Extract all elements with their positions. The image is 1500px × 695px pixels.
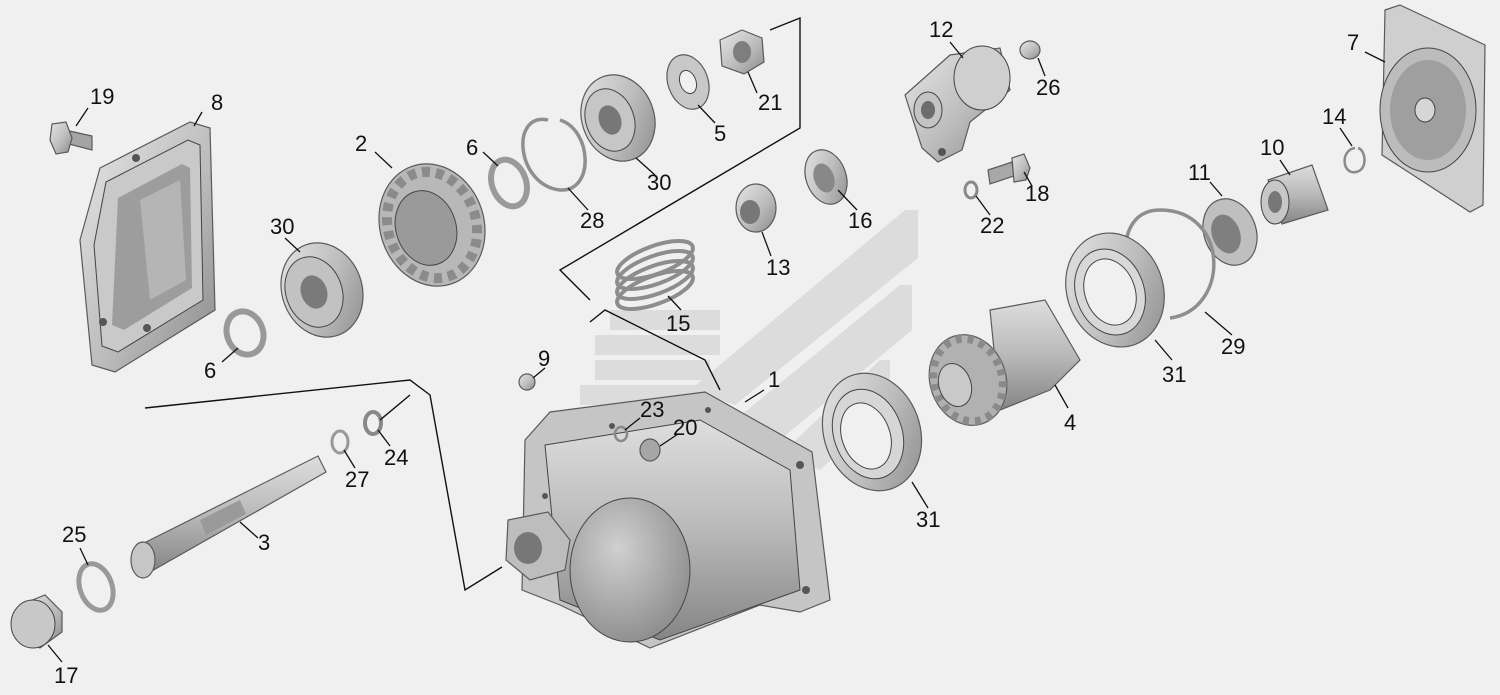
part-28-snap-ring [521,117,587,192]
part-31-seal-lower [821,372,923,492]
part-12-bracket [904,45,1011,163]
label-part-31-lower: 31 [916,507,940,532]
label-part-4: 4 [1064,410,1076,435]
label-part-6-left: 6 [204,358,216,383]
label-part-13: 13 [766,255,790,280]
part-17-plug [10,594,63,649]
part-21-nut [719,29,765,75]
label-part-14: 14 [1322,104,1346,129]
part-10-coupling [1260,164,1329,225]
part-24-washer [363,410,383,436]
part-19-bolt [49,121,93,155]
label-part-3: 3 [258,530,270,555]
label-part-30-top: 30 [647,170,671,195]
part-3-shaft [130,455,327,579]
part-26-plug [1019,40,1041,60]
part-18-bolt [987,153,1031,185]
part-7-diaphragm [1379,4,1486,213]
leader-lines [47,41,1386,663]
part-25-washer [76,561,116,613]
label-part-18: 18 [1025,181,1049,206]
label-part-9: 9 [538,346,550,371]
label-part-12: 12 [929,17,953,42]
part-23-washer [613,425,629,443]
part-30-bearing-left [280,242,364,338]
label-part-27: 27 [345,467,369,492]
label-part-7: 7 [1347,30,1359,55]
part-11-clutch [1202,198,1258,266]
part-5-washer [666,54,710,110]
part-14-ring [1343,146,1366,174]
label-part-10: 10 [1260,135,1284,160]
label-part-25: 25 [62,522,86,547]
label-part-20: 20 [673,415,697,440]
label-part-1: 1 [768,367,780,392]
part-15-spring [615,239,695,311]
label-part-28: 28 [580,208,604,233]
label-part-24: 24 [384,445,408,470]
part-27-washer [330,429,350,455]
part-1-housing [505,391,831,649]
part-16-sleeve [804,149,848,205]
label-part-16: 16 [848,208,872,233]
label-part-11: 11 [1188,160,1211,185]
label-part-31-upper: 31 [1162,362,1186,387]
label-part-23: 23 [640,397,664,422]
label-part-26: 26 [1036,75,1060,100]
part-6-washer-top [488,156,530,210]
part-9-fitting [518,373,536,391]
label-part-6-top: 6 [466,135,478,160]
label-part-29: 29 [1221,334,1245,359]
part-13-valve [735,183,777,233]
label-part-22: 22 [980,213,1004,238]
part-4-pinion [928,299,1081,426]
part-22-washer [963,180,979,200]
part-number-labels: 1 2 3 4 5 6 6 7 8 9 10 11 12 13 14 15 16… [54,17,1359,688]
label-part-19: 19 [90,84,114,109]
label-part-5: 5 [714,121,726,146]
part-30-bearing-top [580,74,656,162]
part-2-gear [378,163,486,287]
part-8-cover [79,121,216,373]
label-part-21: 21 [758,90,782,115]
label-part-2: 2 [355,131,367,156]
group-lines [144,16,801,592]
label-part-30-left: 30 [270,214,294,239]
part-31-seal-upper [1065,232,1165,348]
part-6-washer-left [223,308,267,358]
label-part-8: 8 [211,90,223,115]
label-part-15: 15 [666,311,690,336]
label-part-17: 17 [54,663,78,688]
